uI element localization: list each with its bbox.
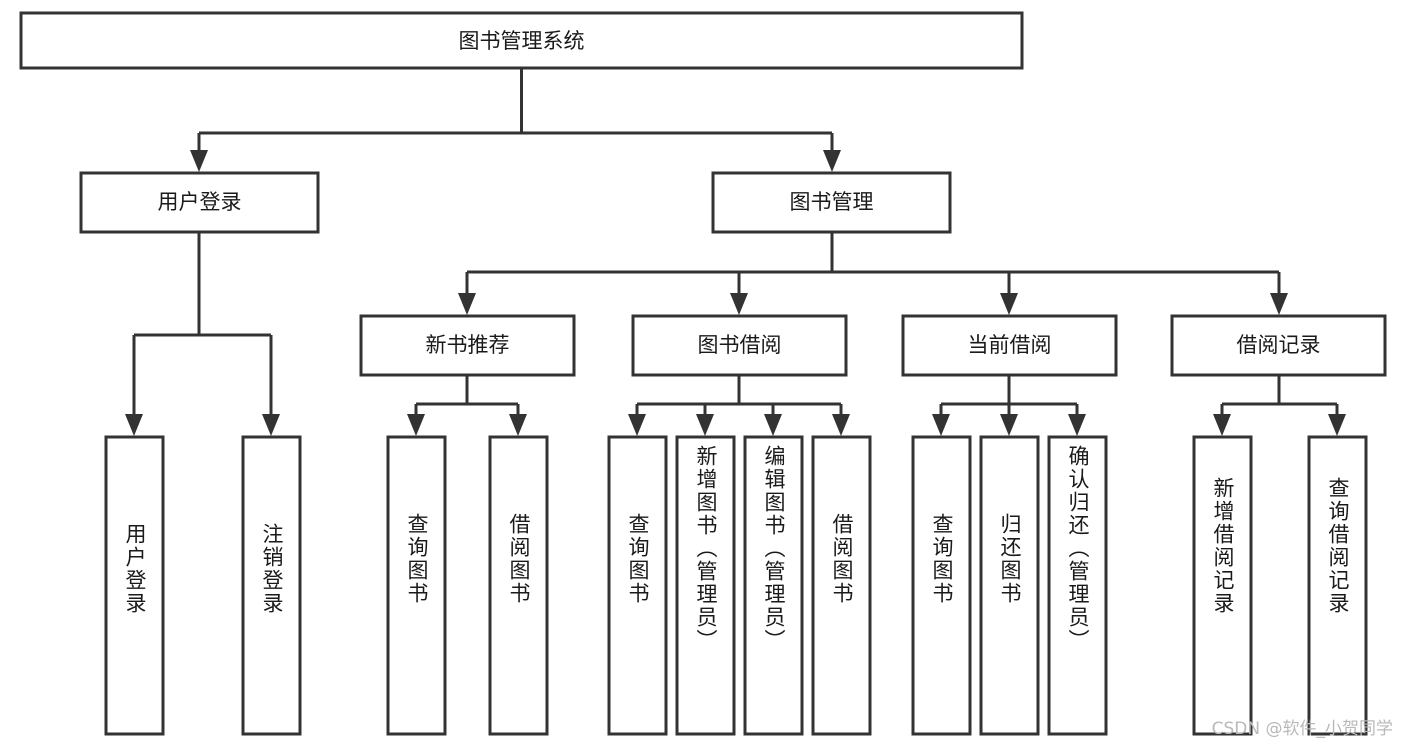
arrow-head-leaf-add-book xyxy=(696,414,714,436)
arrow-head-borrow-record xyxy=(1270,293,1288,315)
leaf-edit-book-box[interactable] xyxy=(743,435,804,736)
leaf-borrow-book-1-box[interactable] xyxy=(488,435,549,736)
node-root-box[interactable] xyxy=(19,11,1024,70)
arrow-head-leaf-confirm-return xyxy=(1068,414,1086,436)
leaf-logout-box[interactable] xyxy=(241,435,302,736)
leaf-return-book-box[interactable] xyxy=(979,435,1040,736)
node-book-borrow-box[interactable] xyxy=(631,314,848,377)
arrow-head-user-login xyxy=(190,150,208,172)
arrow-head-leaf-user-login xyxy=(125,414,143,436)
leaf-query-book-2-box[interactable] xyxy=(607,435,668,736)
node-new-book-recommend-box[interactable] xyxy=(359,314,576,377)
arrow-head-leaf-borrow-book-2 xyxy=(832,414,850,436)
node-new-book-recommend-label: 新书推荐 xyxy=(426,333,510,357)
node-layer: 图书管理系统 用户登录 图书管理 新书推荐 图书借阅 当前借阅 借阅记录 xyxy=(19,11,1387,736)
arrow-head-leaf-query-book-1 xyxy=(407,414,425,436)
arrow-head-leaf-return-book xyxy=(1000,414,1018,436)
leaf-user-login-box[interactable] xyxy=(104,435,165,736)
arrow-head-leaf-borrow-book-1 xyxy=(509,414,527,436)
arrow-head-leaf-edit-book xyxy=(764,414,782,436)
node-root-label: 图书管理系统 xyxy=(459,29,585,53)
arrow-head-leaf-query-book-2 xyxy=(628,414,646,436)
arrow-head-leaf-query-record xyxy=(1328,414,1346,436)
csdn-watermark: CSDN @软件_小贺同学 xyxy=(1211,719,1393,739)
node-current-borrow-box[interactable] xyxy=(901,314,1118,377)
connector-layer xyxy=(125,68,1346,436)
leaf-add-record-box[interactable] xyxy=(1192,435,1253,736)
leaf-query-record-box[interactable] xyxy=(1307,435,1368,736)
node-user-login-label: 用户登录 xyxy=(158,190,242,214)
arrow-head-leaf-query-book-3 xyxy=(932,414,950,436)
arrow-head-current-borrow xyxy=(1000,293,1018,315)
node-user-login-box[interactable] xyxy=(79,171,320,234)
leaf-add-book-box[interactable] xyxy=(675,435,736,736)
node-borrow-record-label: 借阅记录 xyxy=(1237,333,1321,357)
arrow-head-book-borrow xyxy=(730,293,748,315)
leaf-query-book-1-box[interactable] xyxy=(386,435,447,736)
leaf-borrow-book-2-box[interactable] xyxy=(811,435,872,736)
leaf-confirm-return-box[interactable] xyxy=(1047,435,1108,736)
node-current-borrow-label: 当前借阅 xyxy=(968,333,1052,357)
arrow-head-leaf-add-record xyxy=(1213,414,1231,436)
arrow-head-new-book-recommend xyxy=(458,293,476,315)
node-book-borrow-label: 图书借阅 xyxy=(698,333,782,357)
node-borrow-record-box[interactable] xyxy=(1170,314,1387,377)
arrow-head-book-management xyxy=(823,150,841,172)
arrow-head-leaf-logout xyxy=(262,414,280,436)
leaf-query-book-3-box[interactable] xyxy=(911,435,972,736)
node-book-management-box[interactable] xyxy=(711,171,952,234)
node-book-management-label: 图书管理 xyxy=(790,190,874,214)
